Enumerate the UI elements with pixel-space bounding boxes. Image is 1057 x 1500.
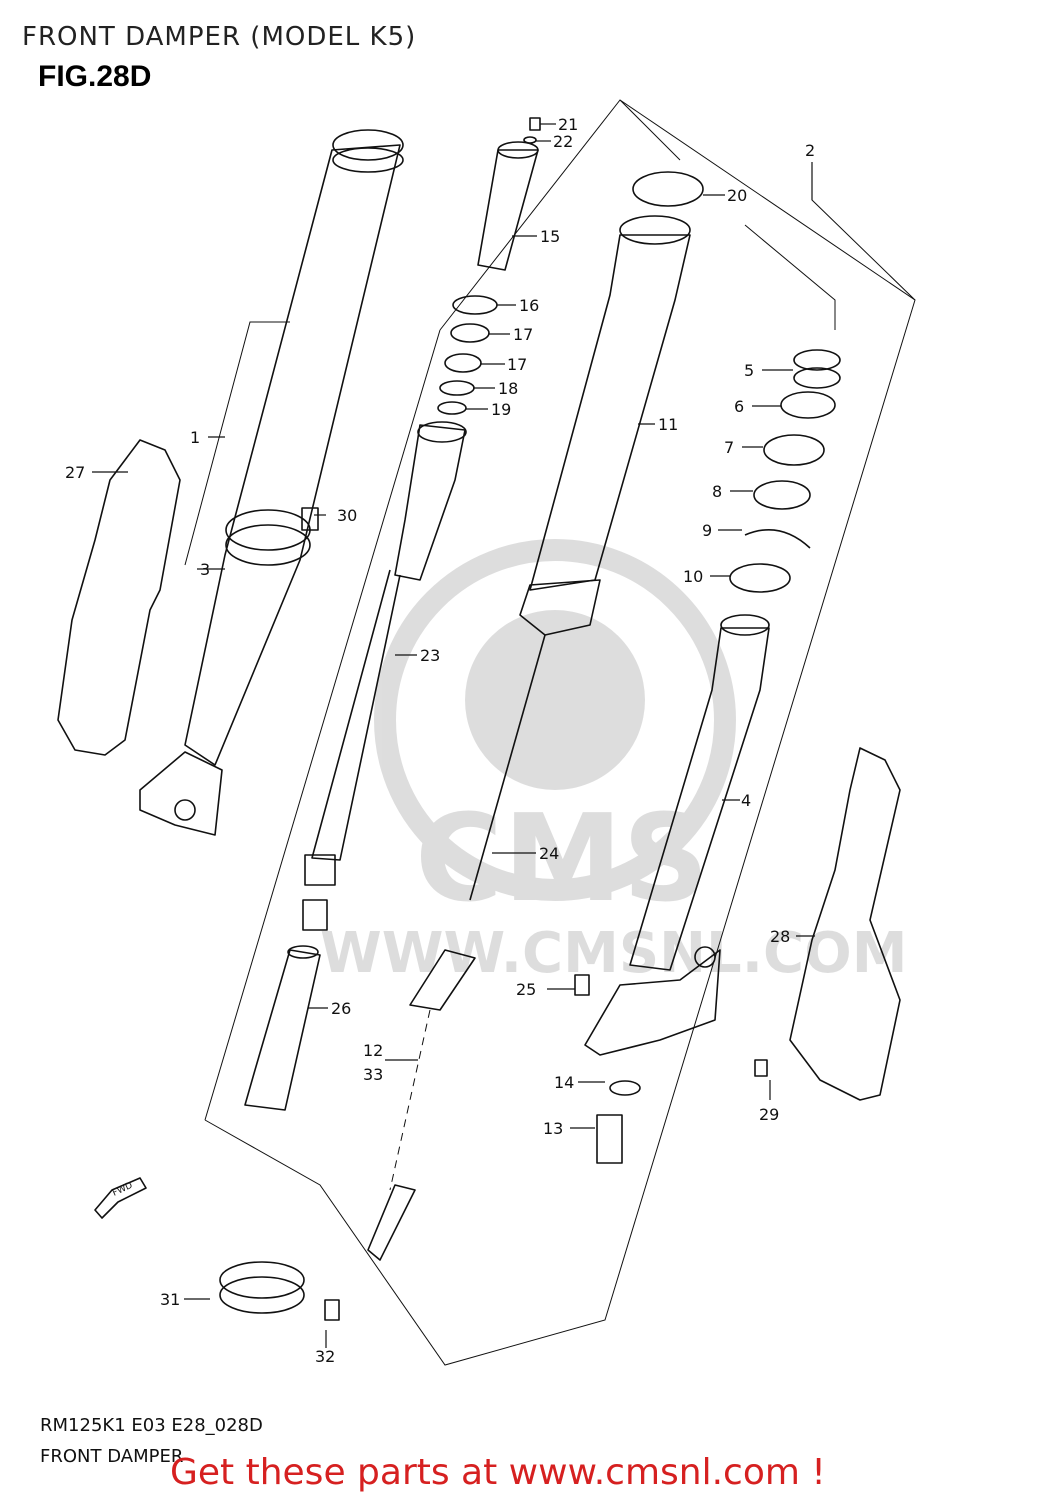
callout-25[interactable]: 25 [516,980,536,999]
callout-5[interactable]: 5 [744,361,754,380]
callout-6[interactable]: 6 [734,397,744,416]
callout-13[interactable]: 13 [543,1119,563,1138]
callout-12[interactable]: 12 [363,1041,383,1060]
callout-19[interactable]: 19 [491,400,511,419]
callout-leaders [92,123,815,1348]
callout-8[interactable]: 8 [712,482,722,501]
forward-direction-icon: FWD [94,1177,147,1219]
callout-29[interactable]: 29 [759,1105,779,1124]
callout-28[interactable]: 28 [770,927,790,946]
callout-23[interactable]: 23 [420,646,440,665]
callout-33[interactable]: 33 [363,1065,383,1084]
callout-20[interactable]: 20 [727,186,747,205]
seals-parts-5-10[interactable] [729,349,841,593]
callout-17a[interactable]: 17 [513,325,533,344]
rings-parts-16-19[interactable] [437,295,498,415]
watermark-text: CMS [415,790,709,929]
diagram-name: FRONT DAMPER [40,1446,184,1467]
callout-24[interactable]: 24 [539,844,559,863]
callout-11[interactable]: 11 [658,415,678,434]
callout-14[interactable]: 14 [554,1073,574,1092]
callout-15[interactable]: 15 [540,227,560,246]
callout-17b[interactable]: 17 [507,355,527,374]
callout-10[interactable]: 10 [683,567,703,586]
callout-26[interactable]: 26 [331,999,351,1018]
callout-22[interactable]: 22 [553,132,573,151]
callout-18[interactable]: 18 [498,379,518,398]
callout-16[interactable]: 16 [519,296,539,315]
diagram-code: RM125K1 E03 E28_028D [40,1415,263,1436]
callout-30[interactable]: 30 [337,506,357,525]
watermark-url: WWW.CMSNL.COM [320,921,907,986]
page-title: FRONT DAMPER (MODEL K5) [22,22,417,52]
outer-tube-part-1[interactable] [139,129,404,836]
clamp-part-30[interactable] [225,507,319,566]
callout-21[interactable]: 21 [558,115,578,134]
callout-3[interactable]: 3 [200,560,210,579]
fork-guard-part-27[interactable] [57,439,181,756]
clamp-part-31[interactable] [219,1261,340,1321]
callout-4[interactable]: 4 [741,791,751,810]
outer-tube-part-11[interactable] [519,215,691,636]
get-parts-link[interactable]: Get these parts at www.cmsnl.com ! [170,1452,826,1493]
callout-1[interactable]: 1 [190,428,200,447]
spring-part-12[interactable] [367,949,476,1261]
damper-rod-part-23[interactable] [302,421,467,931]
watermark-logo: CMS WWW.CMSNL.COM [320,539,907,986]
inner-tube-part-4[interactable] [584,614,770,1056]
rod-part-24[interactable] [469,634,546,901]
spacer-part-26[interactable] [244,945,321,1111]
callout-31[interactable]: 31 [160,1290,180,1309]
o-ring-part-20[interactable] [632,171,704,207]
fork-guard-part-28[interactable] [789,747,901,1101]
callout-9[interactable]: 9 [702,521,712,540]
callout-27[interactable]: 27 [65,463,85,482]
small-parts-13-14-25-29[interactable] [574,974,768,1164]
callout-7[interactable]: 7 [724,438,734,457]
figure-label: FIG.28D [38,60,152,93]
callout-32[interactable]: 32 [315,1347,335,1366]
callout-2[interactable]: 2 [805,141,815,160]
callout-labels: 1 2 3 4 5 6 7 8 9 10 11 12 33 13 14 15 1… [65,115,815,1366]
cylinder-valve-part-15[interactable] [477,117,541,271]
